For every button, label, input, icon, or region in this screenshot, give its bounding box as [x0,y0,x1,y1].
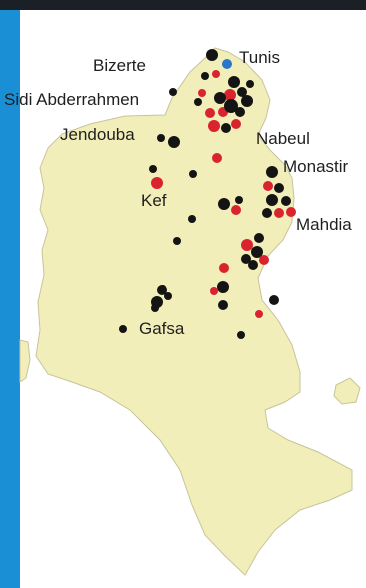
red-marker [208,120,220,132]
black-marker [235,107,245,117]
black-marker [274,183,284,193]
city-labels: Bizerte Tunis Sidi Abderrahmen Jendouba … [4,48,352,338]
red-marker [219,263,229,273]
black-marker [169,88,177,96]
black-marker [224,99,238,113]
black-marker [218,198,230,210]
red-marker [274,208,284,218]
marker-layer [119,49,296,339]
black-marker [149,165,157,173]
red-marker [205,108,215,118]
label-nabeul: Nabeul [256,129,310,148]
black-marker [217,281,229,293]
label-bizerte: Bizerte [93,56,146,75]
black-marker [173,237,181,245]
label-sidi-abderrahmen: Sidi Abderrahmen [4,90,139,109]
black-marker [241,254,251,264]
left-accent-bar [0,0,20,588]
black-marker [168,136,180,148]
label-jendouba: Jendouba [60,125,135,144]
tunisia-landmass [35,47,353,576]
red-marker [151,177,163,189]
label-mahdia: Mahdia [296,215,352,234]
black-marker [262,208,272,218]
label-tunis: Tunis [239,48,280,67]
red-marker [212,70,220,78]
black-marker [281,196,291,206]
label-monastir: Monastir [283,157,349,176]
black-marker [164,292,172,300]
red-marker [198,89,206,97]
black-marker [241,95,253,107]
black-marker [201,72,209,80]
red-marker [255,310,263,318]
red-marker [231,119,241,129]
black-marker [160,285,166,291]
red-marker [231,205,241,215]
black-marker [188,215,196,223]
djerba-island [333,377,361,405]
black-marker [269,295,279,305]
top-dark-bar [0,0,366,10]
red-marker [224,89,236,101]
red-marker [210,287,218,295]
blue-marker [222,59,232,69]
black-marker [248,260,258,270]
red-marker [259,255,269,265]
algeria-coast [19,339,31,383]
black-marker [251,246,263,258]
black-marker [237,87,247,97]
black-marker [151,304,159,312]
black-marker [266,194,278,206]
black-marker [246,80,254,88]
red-marker [212,153,222,163]
black-marker [237,331,245,339]
black-marker [254,233,264,243]
red-marker [241,239,253,251]
black-marker [228,76,240,88]
black-marker [157,134,165,142]
black-marker [189,170,197,178]
black-marker [235,196,243,204]
black-marker [119,325,127,333]
label-gafsa: Gafsa [139,319,185,338]
red-marker [263,181,273,191]
black-marker [218,300,228,310]
black-marker [214,92,226,104]
label-kef: Kef [141,191,167,210]
red-marker [286,207,296,217]
black-marker [194,98,202,106]
black-marker [206,49,218,61]
black-marker [266,166,278,178]
black-marker [221,123,231,133]
